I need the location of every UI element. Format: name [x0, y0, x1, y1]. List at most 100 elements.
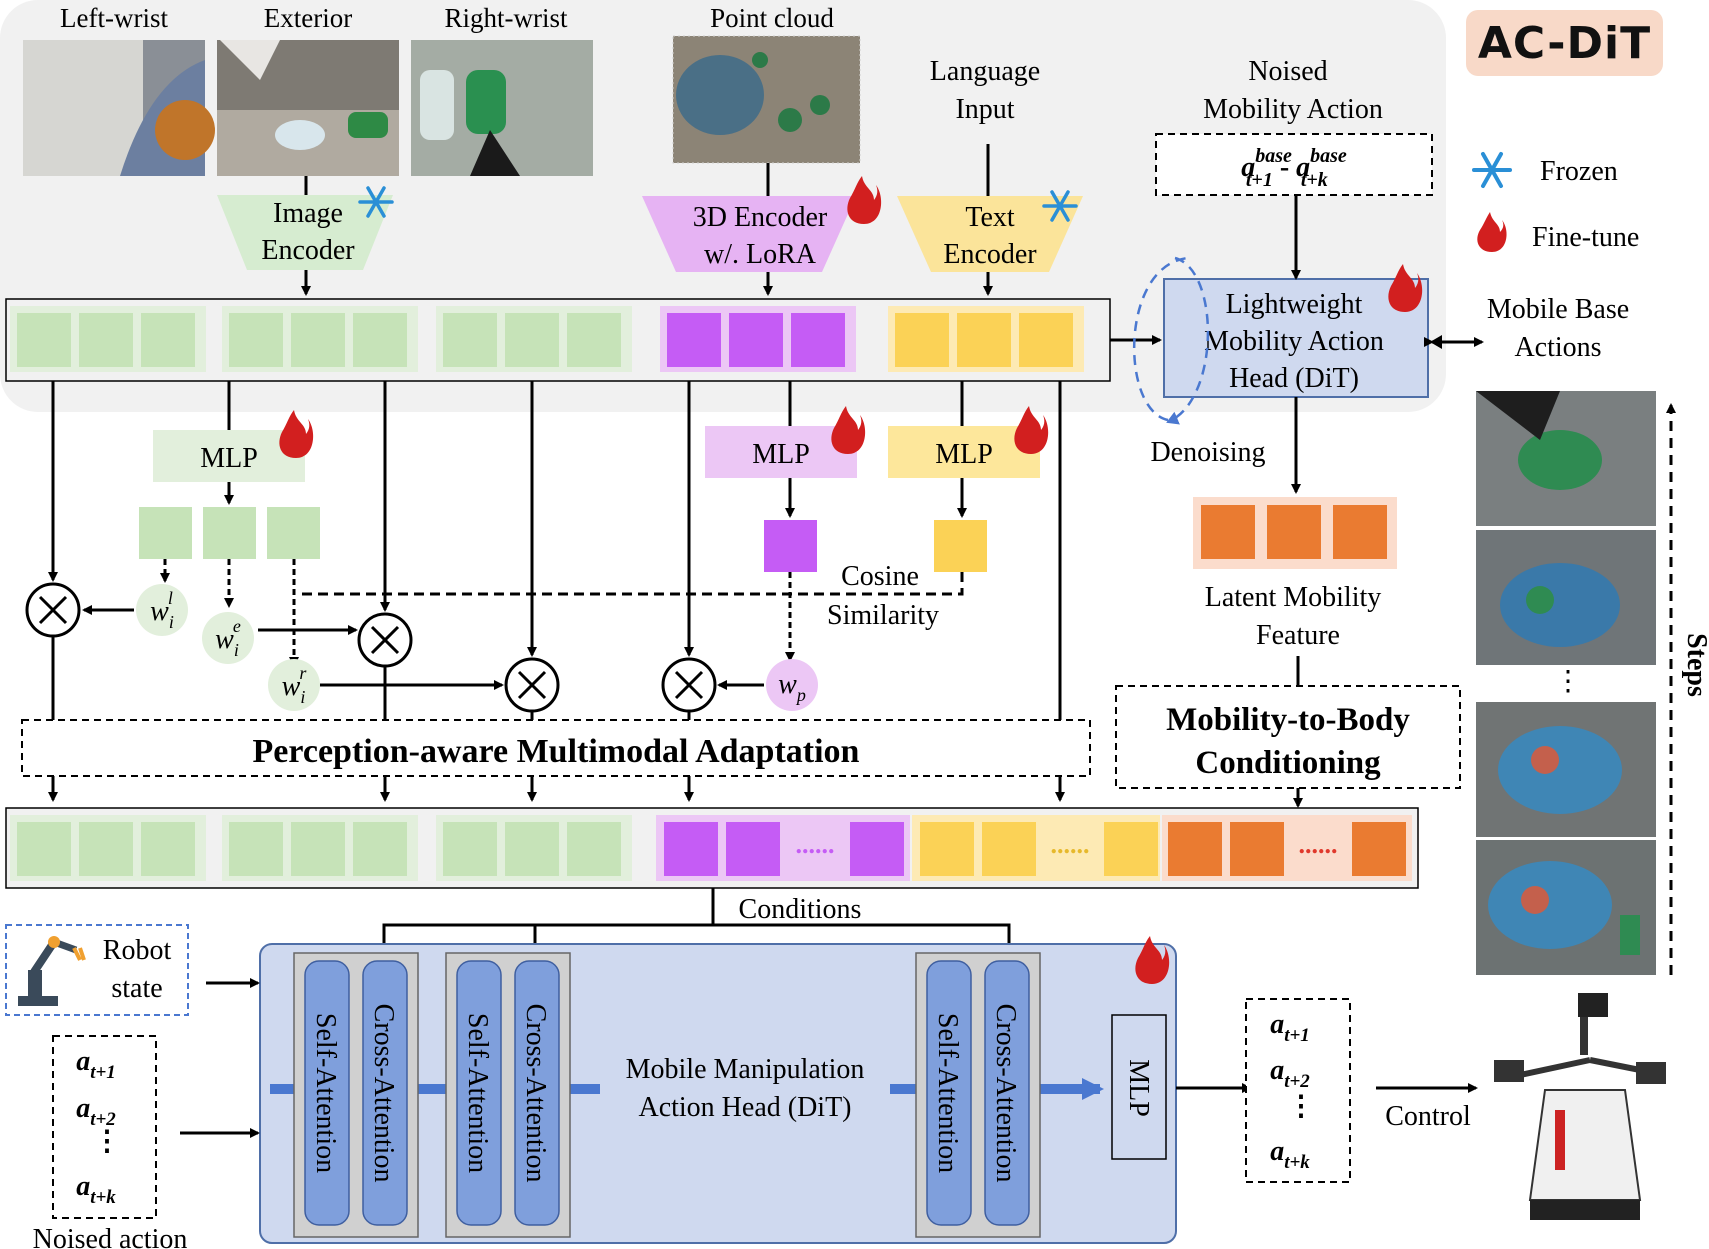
- mlp-text: [888, 426, 1040, 478]
- svg-text:at+1: at+1: [1270, 1009, 1310, 1046]
- flame-icon: [847, 176, 882, 224]
- svg-text:Lightweight: Lightweight: [1226, 289, 1363, 320]
- right-wrist-label: Right-wrist: [444, 3, 568, 33]
- attention-block-n: Self-Attention Cross-Attention: [915, 952, 1041, 1238]
- bottom-tokens-right-wrist: [436, 815, 632, 881]
- legend-frozen: Frozen: [1540, 156, 1618, 187]
- svg-text:Self-Attention: Self-Attention: [310, 1013, 341, 1173]
- svg-text:Self-Attention: Self-Attention: [462, 1013, 493, 1173]
- svg-text:MLP: MLP: [1123, 1059, 1154, 1117]
- language-input-line2: Input: [955, 94, 1014, 125]
- svg-text:Cross-Attention: Cross-Attention: [990, 1004, 1021, 1183]
- svg-text:Robot: Robot: [103, 935, 172, 966]
- svg-text:Encoder: Encoder: [943, 239, 1037, 270]
- bottom-tokens-left-wrist: [10, 815, 206, 881]
- svg-text:at+k: at+k: [1270, 1136, 1310, 1173]
- flame-icon: [1477, 212, 1507, 252]
- final-mlp: [1111, 1014, 1167, 1160]
- svg-text:MLP: MLP: [935, 439, 993, 470]
- token-pc: [764, 520, 817, 572]
- svg-text:Actions: Actions: [1514, 332, 1601, 363]
- weight-wl: [136, 584, 188, 636]
- step-image-1: [1476, 391, 1656, 526]
- svg-text:......: ......: [1299, 830, 1338, 859]
- snowflake-icon: [1042, 190, 1078, 222]
- text-encoder: Text Encoder: [897, 196, 1083, 272]
- flame-icon: [1388, 264, 1423, 312]
- language-input-line1: Language: [930, 56, 1040, 87]
- svg-text:wie: wie: [215, 616, 241, 660]
- weight-we: [202, 612, 254, 664]
- tokens-right-wrist: [436, 306, 632, 372]
- left-wrist-image: [23, 40, 215, 176]
- mlp-image: [153, 430, 305, 482]
- step-ellipsis: ⋮: [1554, 666, 1582, 697]
- svg-text:......: ......: [796, 830, 835, 859]
- svg-text:at+k: at+k: [76, 1171, 116, 1208]
- tokens-left-wrist: [10, 306, 206, 372]
- svg-text:Head (DiT): Head (DiT): [1229, 363, 1359, 394]
- robot-arm-icon: [18, 936, 86, 1006]
- svg-text:Similarity: Similarity: [827, 600, 939, 631]
- svg-text:Mobile Manipulation: Mobile Manipulation: [626, 1054, 865, 1085]
- noised-mobility-line2: Mobility Action: [1203, 94, 1383, 125]
- ac-dit-badge: AC-DiT: [1466, 10, 1663, 76]
- svg-text:at+2: at+2: [1270, 1055, 1310, 1092]
- bottom-tokens-language: ......: [912, 815, 1160, 881]
- denoising-loop: [1132, 256, 1189, 422]
- noised-mobility-line1: Noised: [1248, 56, 1327, 87]
- svg-text:⋮: ⋮: [1287, 1091, 1315, 1122]
- svg-text:⋮: ⋮: [93, 1126, 121, 1157]
- legend-finetune: Fine-tune: [1532, 222, 1639, 253]
- svg-text:Action Head (DiT): Action Head (DiT): [638, 1092, 851, 1123]
- svg-text:at+2: at+2: [76, 1093, 116, 1130]
- svg-text:3D Encoder: 3D Encoder: [693, 202, 828, 233]
- token-we: [203, 507, 256, 559]
- right-wrist-image: [411, 40, 593, 176]
- multiply-node: [661, 657, 717, 713]
- svg-text:Text: Text: [965, 202, 1015, 233]
- svg-text:Encoder: Encoder: [261, 235, 355, 266]
- tokens-language: [888, 306, 1084, 372]
- svg-text:Mobile Base: Mobile Base: [1487, 294, 1629, 325]
- flame-icon: [831, 406, 866, 454]
- tokens-exterior: [222, 306, 418, 372]
- svg-text:Mobility-to-Body: Mobility-to-Body: [1166, 702, 1410, 738]
- flame-icon: [1014, 406, 1049, 454]
- mobility-to-body-box: [1115, 685, 1461, 789]
- svg-text:Mobility Action: Mobility Action: [1204, 326, 1384, 357]
- token-text: [934, 520, 987, 572]
- svg-text:Control: Control: [1385, 1101, 1471, 1132]
- svg-text:MLP: MLP: [200, 443, 258, 474]
- svg-text:Perception-aware Multimodal Ad: Perception-aware Multimodal Adaptation: [253, 733, 860, 770]
- multiply-node: [504, 657, 560, 713]
- attention-block-1: Self-Attention Cross-Attention: [293, 952, 419, 1238]
- exterior-image: [217, 40, 399, 176]
- encoder-3d: 3D Encoder w/. LoRA: [642, 196, 856, 272]
- steps-label: Steps: [1681, 633, 1709, 697]
- weight-wr: [268, 659, 320, 711]
- svg-text:wil: wil: [150, 588, 174, 632]
- svg-text:w/. LoRA: w/. LoRA: [704, 239, 817, 270]
- svg-text:Image: Image: [273, 198, 343, 229]
- multiply-node: [25, 582, 81, 638]
- svg-text:Cross-Attention: Cross-Attention: [520, 1004, 551, 1183]
- weight-wp: [766, 659, 818, 711]
- bottom-tokens-point-cloud: ......: [656, 815, 910, 881]
- bottom-tokens-mobility: ......: [1162, 815, 1412, 881]
- svg-text:Cross-Attention: Cross-Attention: [368, 1004, 399, 1183]
- point-cloud-image: [672, 35, 861, 164]
- left-wrist-label: Left-wrist: [60, 3, 168, 33]
- mobility-action-formula-box: [1155, 133, 1433, 196]
- latent-mobility-tokens: [1193, 497, 1397, 569]
- token-wl: [139, 507, 192, 559]
- bottom-tokens-exterior: [222, 815, 418, 881]
- svg-text:Cosine: Cosine: [841, 561, 919, 592]
- snowflake-icon: [1472, 152, 1512, 188]
- flame-icon: [279, 410, 314, 458]
- flame-icon: [1135, 936, 1170, 984]
- token-wr: [267, 507, 320, 559]
- point-cloud-label: Point cloud: [710, 3, 834, 33]
- svg-text:Conditioning: Conditioning: [1195, 745, 1381, 781]
